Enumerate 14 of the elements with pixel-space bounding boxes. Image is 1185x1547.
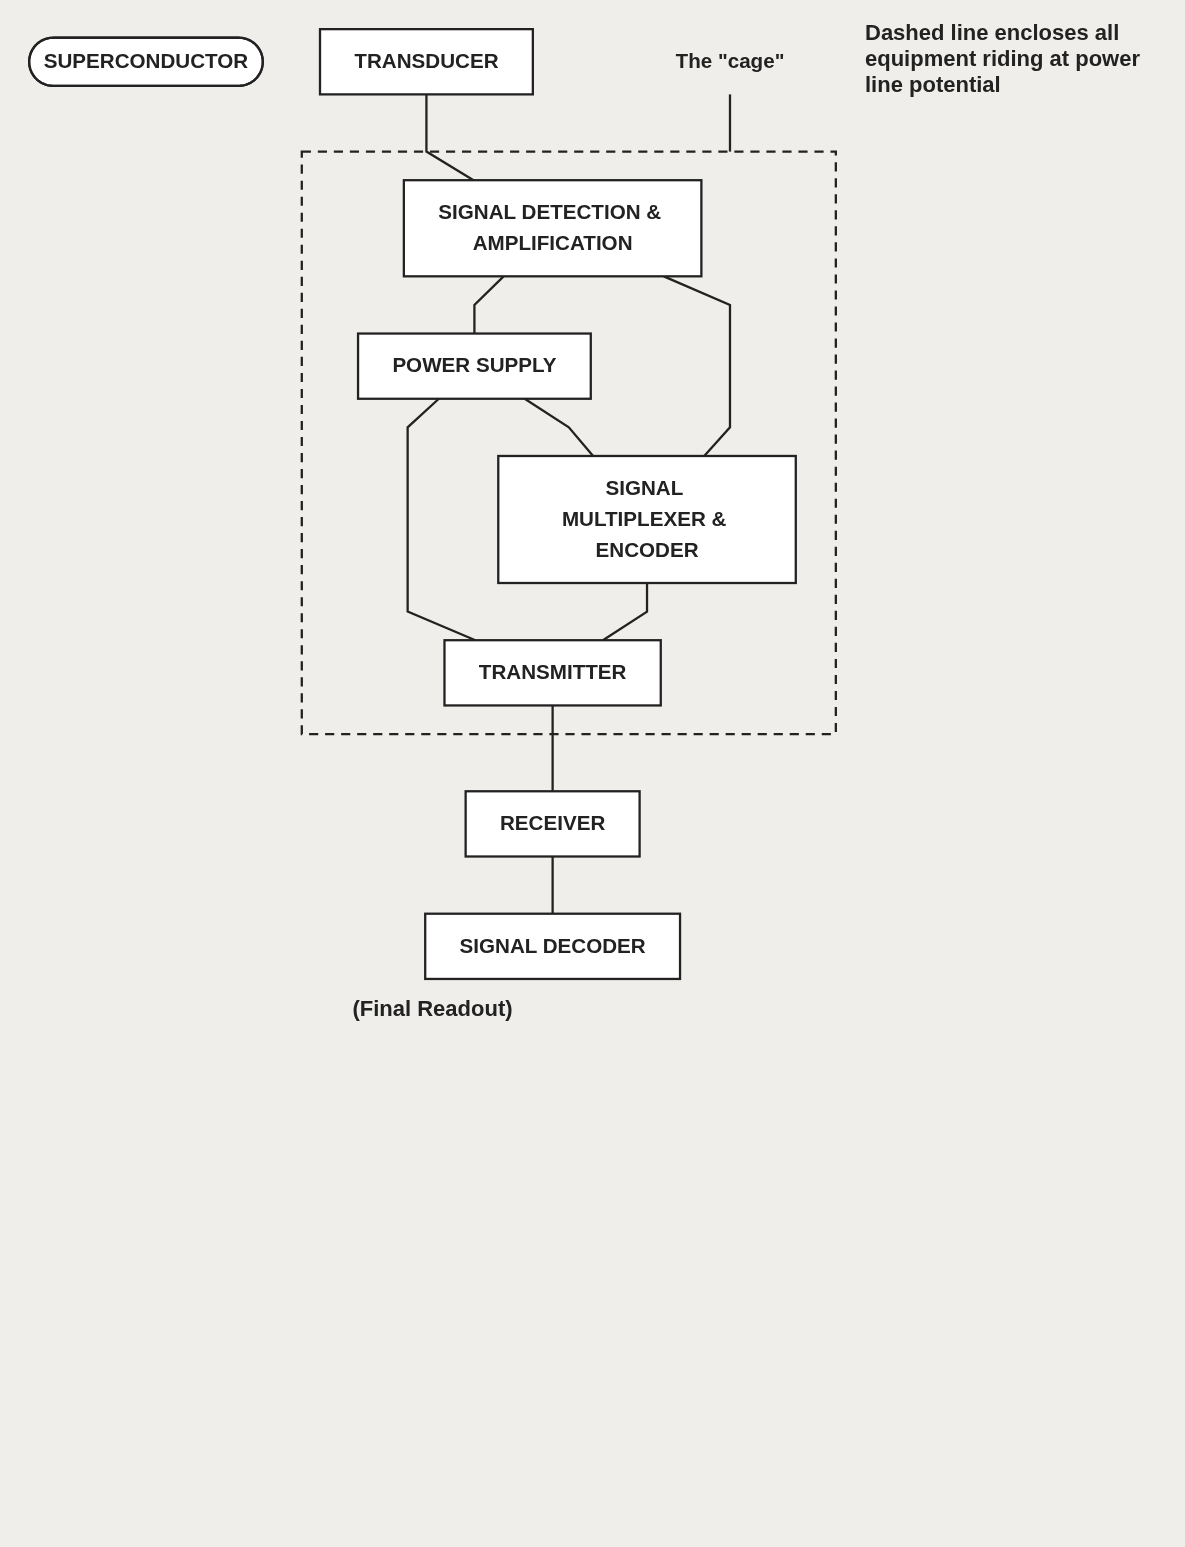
node-box: TRANSDUCER	[318, 28, 534, 96]
note-text: Dashed line encloses all equipment riding at power line potential	[865, 20, 1141, 98]
node-box: TRANSMITTER	[443, 639, 662, 707]
connector	[728, 94, 732, 152]
node-box: SIGNAL MULTIPLEXER & ENCODER	[497, 454, 797, 585]
caption-text: (Final Readout)	[352, 996, 513, 1023]
node-box: POWER SUPPLY	[356, 332, 592, 400]
node-box: SIGNAL DECODER	[424, 912, 682, 981]
connector	[551, 705, 554, 792]
cluster	[300, 150, 837, 736]
node-text: The "cage"	[675, 49, 785, 73]
connector	[551, 856, 554, 914]
node-box: SIGNAL DETECTION & AMPLIFICATION	[402, 179, 703, 278]
node-box: RECEIVER	[464, 790, 641, 858]
